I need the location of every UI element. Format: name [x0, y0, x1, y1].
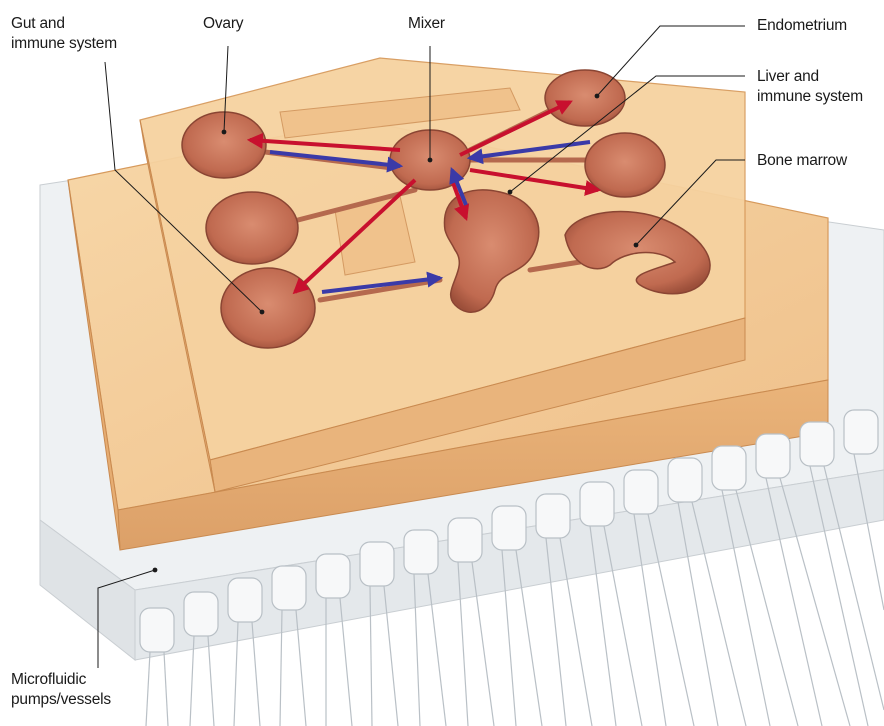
well-left-mid [206, 192, 298, 264]
label-mixer: Mixer [408, 14, 445, 34]
label-gut-line2: immune system [11, 34, 117, 54]
pump-unit-3 [228, 578, 262, 726]
label-endometrium: Endometrium [757, 16, 847, 36]
pump-unit-2 [184, 592, 218, 726]
pump-unit-5 [316, 554, 352, 726]
pump-unit-6 [360, 542, 398, 726]
label-liver-immune: Liver and immune system [757, 67, 863, 107]
label-gut-line1: Gut and [11, 14, 117, 34]
well-right-mid [585, 133, 665, 197]
label-gut-immune: Gut and immune system [11, 14, 117, 54]
label-pumps-line1: Microfluidic [11, 670, 111, 690]
well-gut [221, 268, 315, 348]
label-ovary: Ovary [203, 14, 243, 34]
label-pumps: Microfluidic pumps/vessels [11, 670, 111, 710]
pump-unit-4 [272, 566, 306, 726]
label-pumps-line2: pumps/vessels [11, 690, 111, 710]
label-liver-line2: immune system [757, 87, 863, 107]
pump-unit-1 [140, 608, 174, 726]
label-liver-line1: Liver and [757, 67, 863, 87]
label-bone-marrow: Bone marrow [757, 151, 847, 171]
